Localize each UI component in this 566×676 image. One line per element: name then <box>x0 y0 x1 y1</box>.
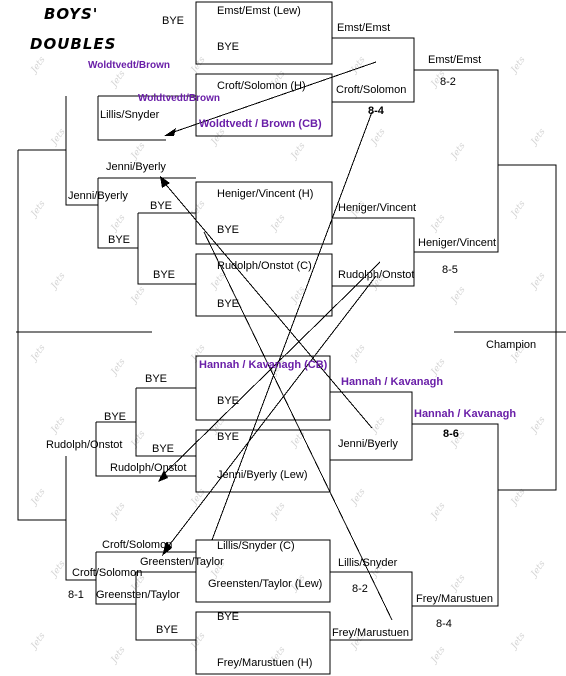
bye-rudolph: BYE <box>153 269 176 281</box>
box-croft <box>195 73 333 137</box>
winner-heniger-r2: Heniger/Vincent <box>338 202 417 214</box>
box-hannah <box>195 355 331 421</box>
bracket-r0-bottom <box>17 150 96 581</box>
team-greensten-lew: Greensten/Taylor (Lew) <box>208 578 323 590</box>
bye-jenni-box: BYE <box>217 431 240 443</box>
bye-frey-box: BYE <box>217 611 240 623</box>
winner-rudolph-r2: Rudolph/Onstot <box>338 269 415 281</box>
score-lillis: 8-2 <box>352 583 368 595</box>
team-woldtvedt-cb: Woldtvedt / Brown (CB) <box>199 118 322 130</box>
team-lillis-r1: Lillis/Snyder <box>100 109 160 121</box>
bye-heniger: BYE <box>150 200 173 212</box>
bye-jenni: BYE <box>108 234 131 246</box>
box-emst <box>195 1 333 65</box>
bye-hannah: BYE <box>145 373 168 385</box>
box-rudolph <box>195 253 333 317</box>
bracket-lillis <box>97 95 196 141</box>
winner-frey-r3: Frey/Marustuen <box>416 593 494 605</box>
winner-emst-r3: Emst/Emst <box>428 54 482 66</box>
winner-jenni-r2: Jenni/Byerly <box>338 438 398 450</box>
bye-heniger-box: BYE <box>217 224 240 236</box>
bracket-bye-hannah <box>135 387 196 457</box>
team-croft-b1: Croft/Solomon <box>102 539 173 551</box>
conn-r3-top <box>414 69 499 253</box>
title-line2: DOUBLES <box>30 35 117 53</box>
team-greensten-1: Greensten/Taylor <box>140 556 224 568</box>
team-croft-b2: Croft/Solomon <box>72 567 143 579</box>
title-line1: BOYS' <box>44 5 99 23</box>
box-heniger <box>195 181 333 245</box>
winner-hannah-r2: Hannah / Kavanagh <box>341 376 444 388</box>
conn-r2-hannah <box>330 391 413 461</box>
champion-label: Champion <box>486 339 537 351</box>
team-woldtvedt-r1b: Woldtvedt/Brown <box>138 93 221 104</box>
bracket-bye-frey <box>135 571 196 641</box>
box-lillis <box>195 539 331 603</box>
box-frey <box>195 611 331 675</box>
score-hannah: 8-6 <box>443 428 459 440</box>
team-croft-h: Croft/Solomon (H) <box>217 80 306 92</box>
bracket-croft <box>95 551 196 605</box>
team-jenni-r1: Jenni/Byerly <box>68 190 128 202</box>
team-rudolph-mid: Rudolph/Onstot <box>110 462 187 474</box>
team-rudolph-left: Rudolph/Onstot <box>46 439 123 451</box>
conn-r3-bottom <box>412 423 499 607</box>
score-heniger: 8-5 <box>442 264 458 276</box>
team-jenni-lew: Jenni/Byerly (Lew) <box>217 469 308 481</box>
arrowheads <box>158 128 176 556</box>
winner-frey-r2: Frey/Marustuen <box>332 627 410 639</box>
winner-hannah-r3: Hannah / Kavanagh <box>414 408 517 420</box>
crossing-arrows <box>159 61 393 621</box>
score-croft: 8-4 <box>368 105 384 117</box>
bye-emst-box: BYE <box>217 41 240 53</box>
score-croft-bottom: 8-1 <box>68 589 84 601</box>
score-emst: 8-2 <box>440 76 456 88</box>
bracket-jenni-top <box>97 177 196 249</box>
bye-emst: BYE <box>162 15 185 27</box>
bye-jenni-lew: BYE <box>152 443 175 455</box>
score-frey: 8-4 <box>436 618 452 630</box>
team-greensten-2: Greensten/Taylor <box>96 589 180 601</box>
bye-rudolph-bottom: BYE <box>104 411 127 423</box>
team-rudolph-c: Rudolph/Onstot (C) <box>217 260 312 272</box>
team-frey-h: Frey/Marustuen (H) <box>217 657 313 669</box>
bracket-bye-heniger <box>137 212 196 285</box>
team-jenni-top: Jenni/Byerly <box>106 161 166 173</box>
team-woldtvedt-r1: Woldtvedt/Brown <box>88 60 171 71</box>
bye-frey: BYE <box>156 624 179 636</box>
conn-r4-top <box>498 164 557 491</box>
winner-heniger-r3: Heniger/Vincent <box>418 237 497 249</box>
team-hannah-cb: Hannah / Kavanagh (CB) <box>199 359 328 371</box>
winner-croft-r2: Croft/Solomon <box>336 84 407 96</box>
team-emst-lew: Emst/Emst (Lew) <box>217 5 301 17</box>
winner-emst-r2: Emst/Emst <box>337 22 391 34</box>
bye-rudolph-box: BYE <box>217 298 240 310</box>
bye-hannah-box: BYE <box>217 395 240 407</box>
bracket-r0-top <box>18 96 98 206</box>
team-heniger-h: Heniger/Vincent (H) <box>217 188 314 200</box>
winner-lillis-r2: Lillis/Snyder <box>338 557 398 569</box>
team-lillis-c: Lillis/Snyder (C) <box>217 540 295 552</box>
